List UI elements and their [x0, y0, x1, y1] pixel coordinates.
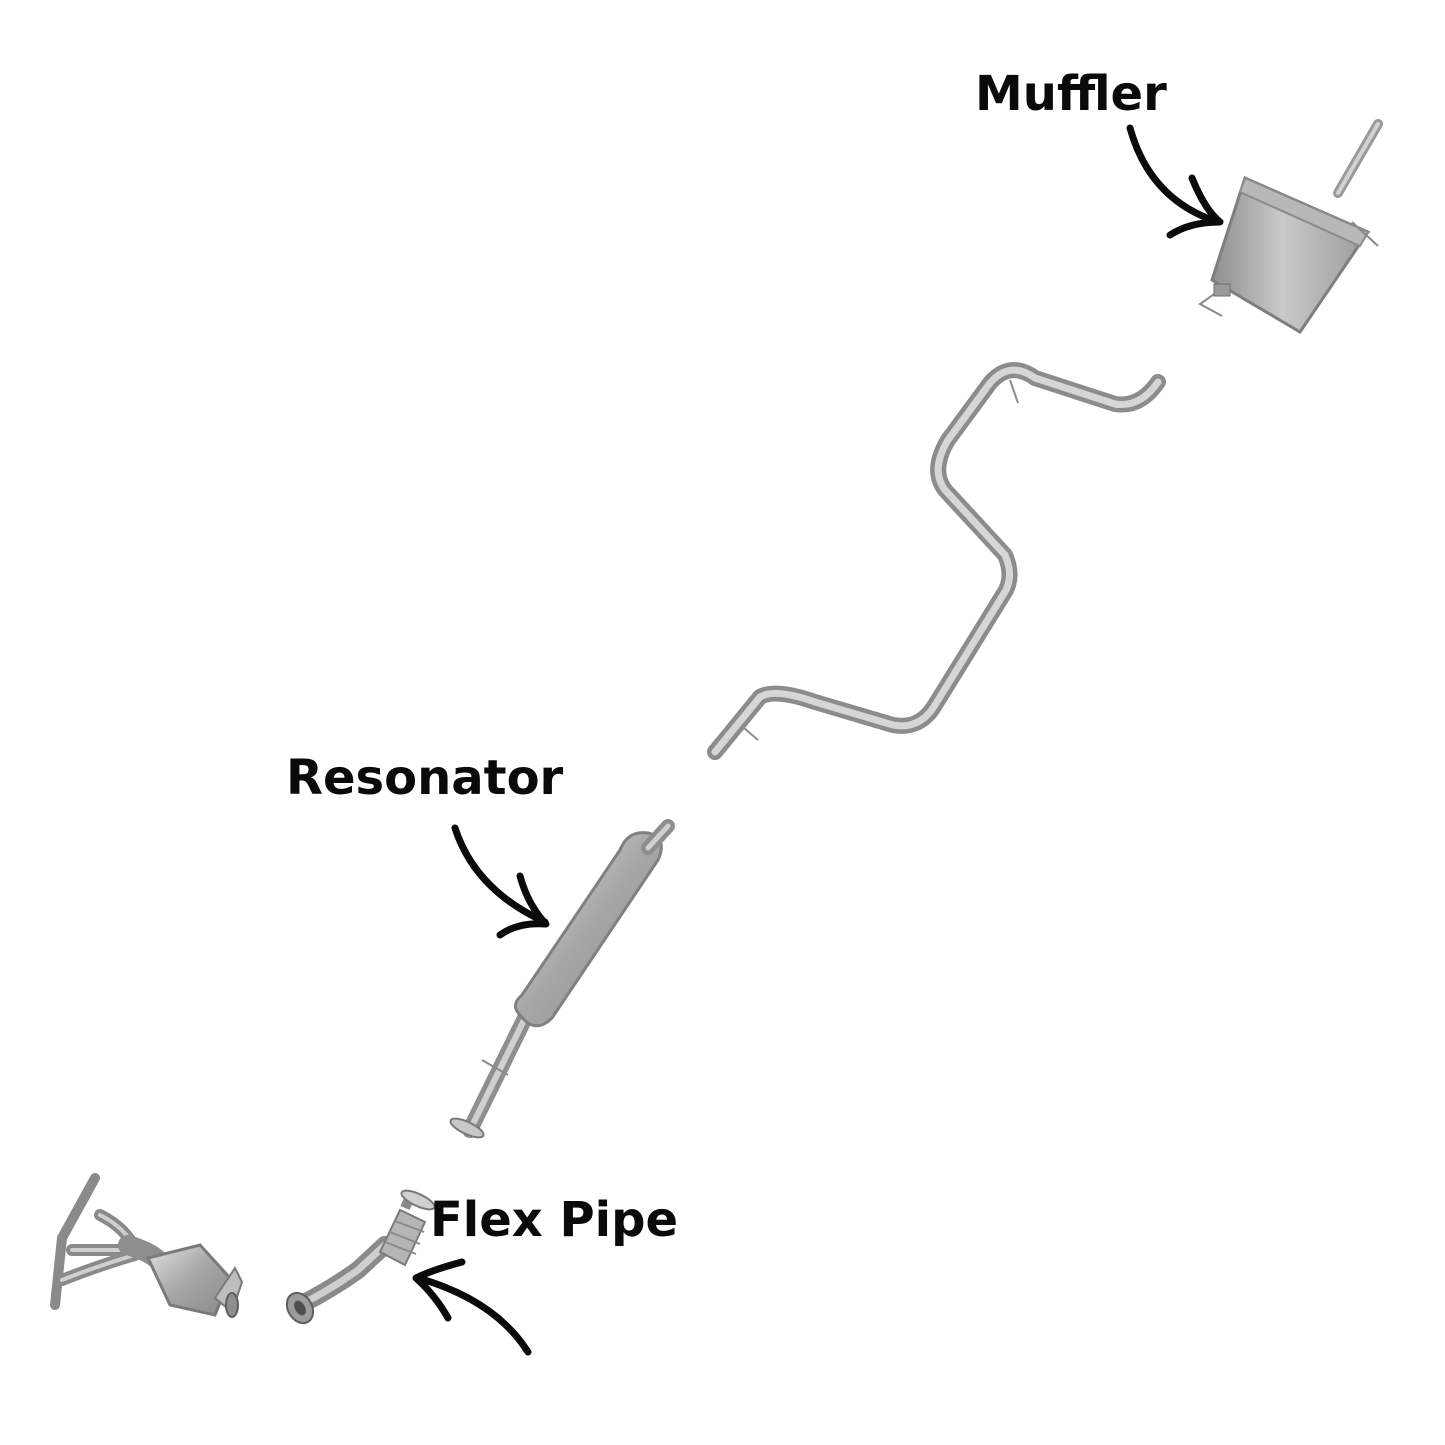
- flex-pipe-part: [285, 1189, 436, 1325]
- flex-pipe-label: Flex Pipe: [430, 1192, 679, 1248]
- flex-pipe-arrow: [412, 1258, 532, 1356]
- intermediate-pipe-part: [707, 362, 1166, 760]
- resonator-part: [449, 819, 675, 1139]
- muffler-arrow: [1126, 124, 1224, 239]
- muffler-label: Muffler: [975, 66, 1167, 122]
- muffler-part: [1198, 119, 1383, 335]
- resonator-label: Resonator: [286, 750, 564, 806]
- resonator-arrow: [451, 824, 550, 939]
- manifold-converter-part: [50, 1173, 244, 1318]
